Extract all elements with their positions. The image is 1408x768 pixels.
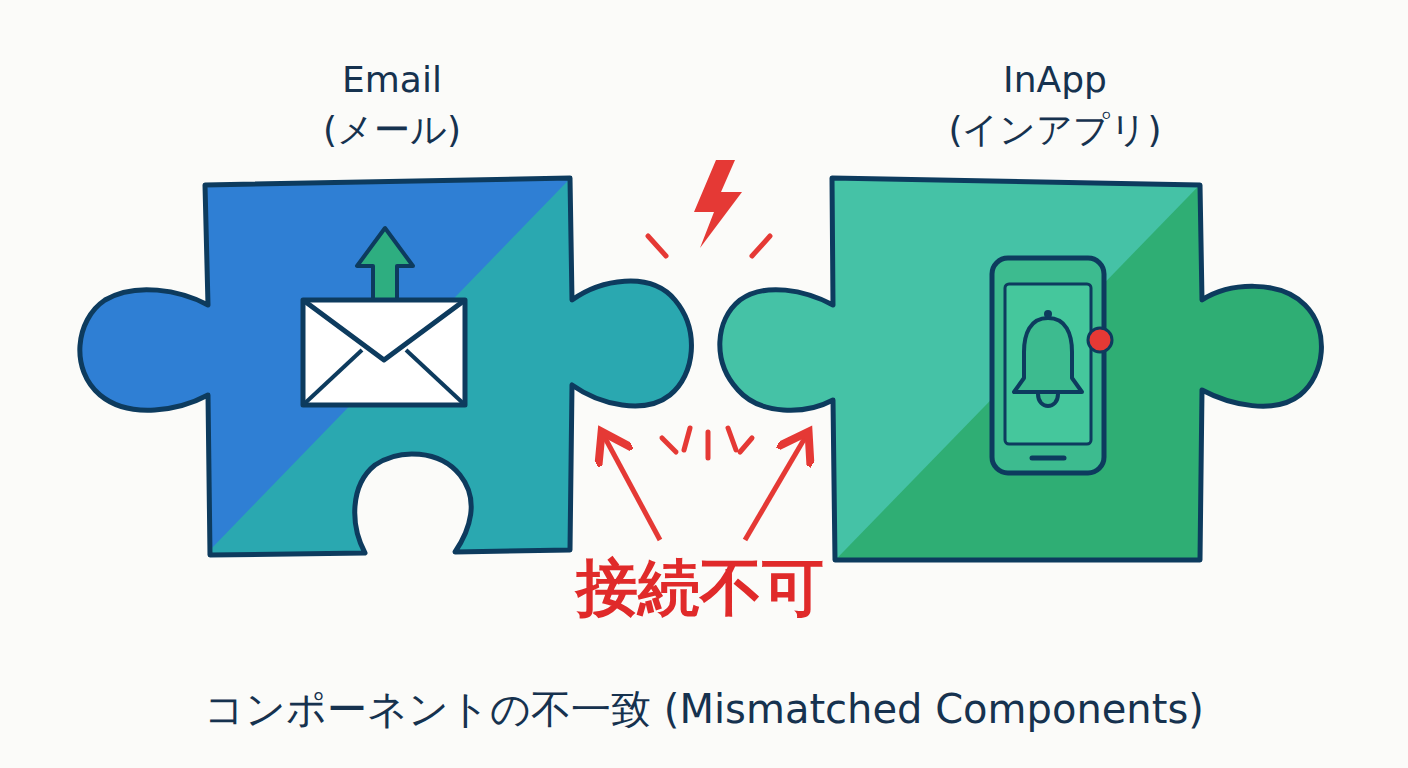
shape-line: [406, 350, 465, 405]
lightning-bolt: [694, 160, 742, 248]
shape-line: [706, 432, 711, 458]
status-label: 接続不可: [500, 553, 900, 623]
shape-polygon: [777, 164, 1360, 620]
shape-line: [752, 236, 770, 256]
inapp-puzzle-piece: InApp (インアプリ): [700, 55, 1350, 565]
component-heading: InApp (インアプリ): [945, 55, 1165, 155]
shape-path: [1038, 394, 1058, 406]
pointer-arrow: [604, 436, 660, 540]
shape-polyline: [303, 300, 465, 360]
shape-line: [648, 236, 666, 256]
shape-line: [662, 438, 676, 452]
shape-path: [80, 178, 692, 555]
shape-rect: [303, 300, 465, 405]
shape-line: [684, 428, 690, 450]
shape-polygon: [142, 158, 760, 620]
shape-line: [740, 438, 752, 452]
pointer-arrow: [745, 436, 806, 540]
shape-rect: [992, 258, 1104, 473]
diagram-caption: コンポーネントの不一致 (Mismatched Components): [0, 684, 1408, 734]
shape-line: [728, 428, 736, 450]
shape-rect: [1005, 284, 1091, 444]
email-puzzle-piece: Email (メール): [60, 55, 710, 565]
shape-line: [303, 350, 362, 405]
shape-line: [1032, 456, 1064, 461]
shape-circle: [1088, 328, 1112, 352]
shape-circle: [1044, 310, 1052, 318]
shape-path: [720, 178, 1322, 560]
shape-path: [1014, 318, 1082, 392]
component-heading: Email (メール): [282, 55, 502, 155]
